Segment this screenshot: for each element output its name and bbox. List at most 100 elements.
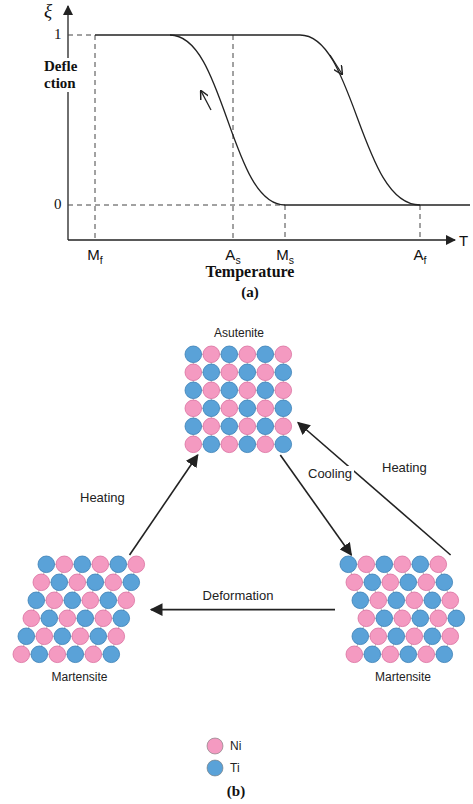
atom (346, 646, 363, 663)
atom (51, 574, 68, 591)
atom (275, 364, 292, 381)
atom (185, 364, 202, 381)
guide-lines (68, 35, 420, 240)
atom (54, 628, 71, 645)
atom (185, 346, 202, 363)
atom (56, 556, 73, 573)
atom (346, 574, 363, 591)
atom (275, 436, 292, 453)
atom (406, 628, 423, 645)
transition-label: Deformation (201, 588, 276, 603)
atom (257, 382, 274, 399)
hysteresis-curve (95, 35, 470, 205)
atom (185, 436, 202, 453)
atom (424, 628, 441, 645)
atom (108, 628, 125, 645)
atom (103, 646, 120, 663)
lattice-bonds (21, 564, 136, 654)
atom (203, 346, 220, 363)
atom (221, 346, 238, 363)
atom-lattice (184, 345, 294, 455)
atom (239, 364, 256, 381)
atom (203, 364, 220, 381)
atom (46, 592, 63, 609)
atom (67, 646, 84, 663)
legend-swatch (206, 737, 224, 755)
legend-item: Ti (206, 759, 240, 777)
lattice-node: Martensite (8, 555, 151, 685)
legend-swatch (206, 759, 224, 777)
atom (442, 628, 459, 645)
atom (376, 610, 393, 627)
atom (128, 556, 145, 573)
atom (49, 646, 66, 663)
axis-symbol: T (459, 232, 468, 249)
atom (370, 628, 387, 645)
atom (275, 400, 292, 417)
atom-lattice (339, 555, 467, 665)
atom (257, 436, 274, 453)
atom (92, 556, 109, 573)
atom (358, 556, 375, 573)
atom (203, 400, 220, 417)
transition-arrow (151, 609, 335, 611)
atom (239, 382, 256, 399)
atom (358, 610, 375, 627)
atom (82, 592, 99, 609)
atom (418, 574, 435, 591)
atom (257, 418, 274, 435)
lattice-bonds (348, 564, 456, 654)
atom (59, 610, 76, 627)
atom (239, 418, 256, 435)
atom (394, 556, 411, 573)
atom (257, 364, 274, 381)
atom (275, 382, 292, 399)
atom (376, 556, 393, 573)
atom (87, 574, 104, 591)
atoms (185, 346, 292, 453)
panel-label: (b) (227, 783, 245, 800)
atom (400, 574, 417, 591)
atom (185, 418, 202, 435)
atoms (13, 556, 145, 663)
atom (352, 592, 369, 609)
atom (221, 418, 238, 435)
atom (436, 574, 453, 591)
atom (442, 592, 459, 609)
axis-title: Defle ction (44, 58, 90, 92)
phase-label: Martensite (8, 669, 151, 685)
atom (203, 418, 220, 435)
atom-lattice (12, 555, 147, 665)
atom (370, 592, 387, 609)
atom (85, 646, 102, 663)
atom (185, 382, 202, 399)
atom (388, 628, 405, 645)
atoms (340, 556, 465, 663)
atom (118, 592, 135, 609)
atom (257, 400, 274, 417)
atom (364, 574, 381, 591)
atom (113, 610, 130, 627)
atom (275, 346, 292, 363)
atom (430, 556, 447, 573)
atom (221, 436, 238, 453)
temperature-mark: Mf (87, 246, 102, 269)
atom (382, 646, 399, 663)
atom (364, 646, 381, 663)
atom (239, 436, 256, 453)
atom (203, 382, 220, 399)
legend-text: Ti (230, 761, 240, 775)
atom (31, 646, 48, 663)
atom (257, 346, 274, 363)
atom (239, 346, 256, 363)
atom (36, 628, 53, 645)
lattice-node: Martensite (335, 555, 471, 685)
atom (33, 574, 50, 591)
transition-label: Heating (380, 460, 429, 475)
legend-item: Ni (206, 737, 241, 755)
atom (412, 556, 429, 573)
atom (69, 574, 86, 591)
legend-text: Ni (230, 739, 241, 753)
atom (185, 400, 202, 417)
transition-arrow (298, 423, 451, 556)
